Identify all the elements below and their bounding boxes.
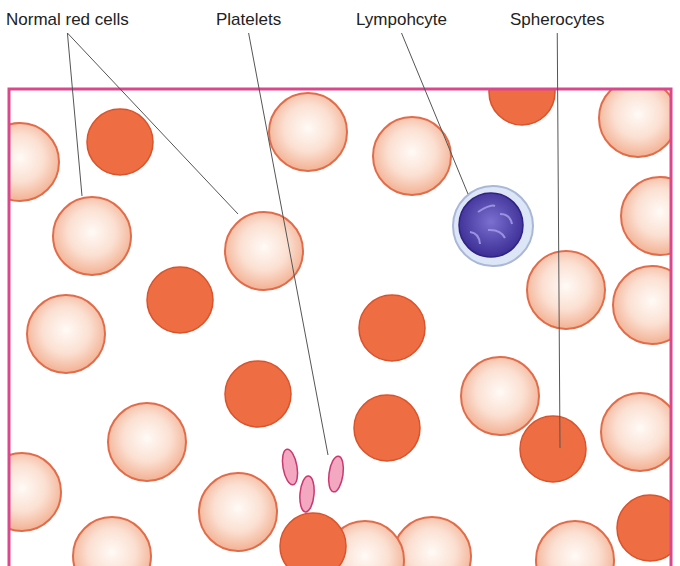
spherocyte	[489, 89, 555, 125]
leader-line	[67, 33, 82, 196]
normal-red-cell	[269, 93, 347, 171]
platelet	[298, 475, 315, 512]
callout-label: Spherocytes	[508, 10, 607, 30]
smear-frame	[9, 89, 671, 566]
normal-red-cell	[199, 473, 277, 551]
normal-red-cell	[536, 521, 614, 566]
chromatin	[500, 214, 512, 224]
lymphocyte-cytoplasm	[453, 186, 533, 266]
spherocyte	[147, 267, 213, 333]
normal-red-cell	[9, 123, 59, 201]
chromatin	[478, 206, 495, 212]
lymphocyte-nucleus	[459, 193, 523, 257]
spherocyte	[354, 395, 420, 461]
normal-red-cell	[373, 117, 451, 195]
spherocyte	[87, 109, 153, 175]
spherocyte	[359, 295, 425, 361]
platelet	[327, 455, 346, 493]
normal-red-cell	[613, 266, 671, 344]
spherocyte	[520, 416, 586, 482]
normal-red-cell	[225, 212, 303, 290]
leader-line	[67, 33, 238, 214]
callout-label: Platelets	[214, 10, 283, 30]
spherocyte	[617, 495, 671, 561]
normal-red-cell	[599, 89, 671, 157]
platelet	[280, 448, 300, 486]
normal-red-cell	[108, 403, 186, 481]
normal-red-cell	[601, 393, 671, 471]
spherocyte	[280, 513, 346, 566]
normal-red-cell	[527, 251, 605, 329]
leader-line	[249, 33, 328, 455]
callout-label: Lympohcyte	[354, 10, 449, 30]
normal-red-cell	[27, 295, 105, 373]
spherocyte	[225, 361, 291, 427]
leader-line	[402, 33, 468, 194]
normal-red-cell	[53, 197, 131, 275]
normal-red-cell	[621, 177, 671, 255]
chromatin	[470, 232, 480, 244]
normal-red-cell	[73, 517, 151, 566]
callout-label: Normal red cells	[4, 10, 131, 30]
normal-red-cell	[9, 453, 61, 531]
normal-red-cell	[461, 357, 539, 435]
leader-line	[557, 33, 560, 448]
chromatin	[488, 230, 505, 238]
